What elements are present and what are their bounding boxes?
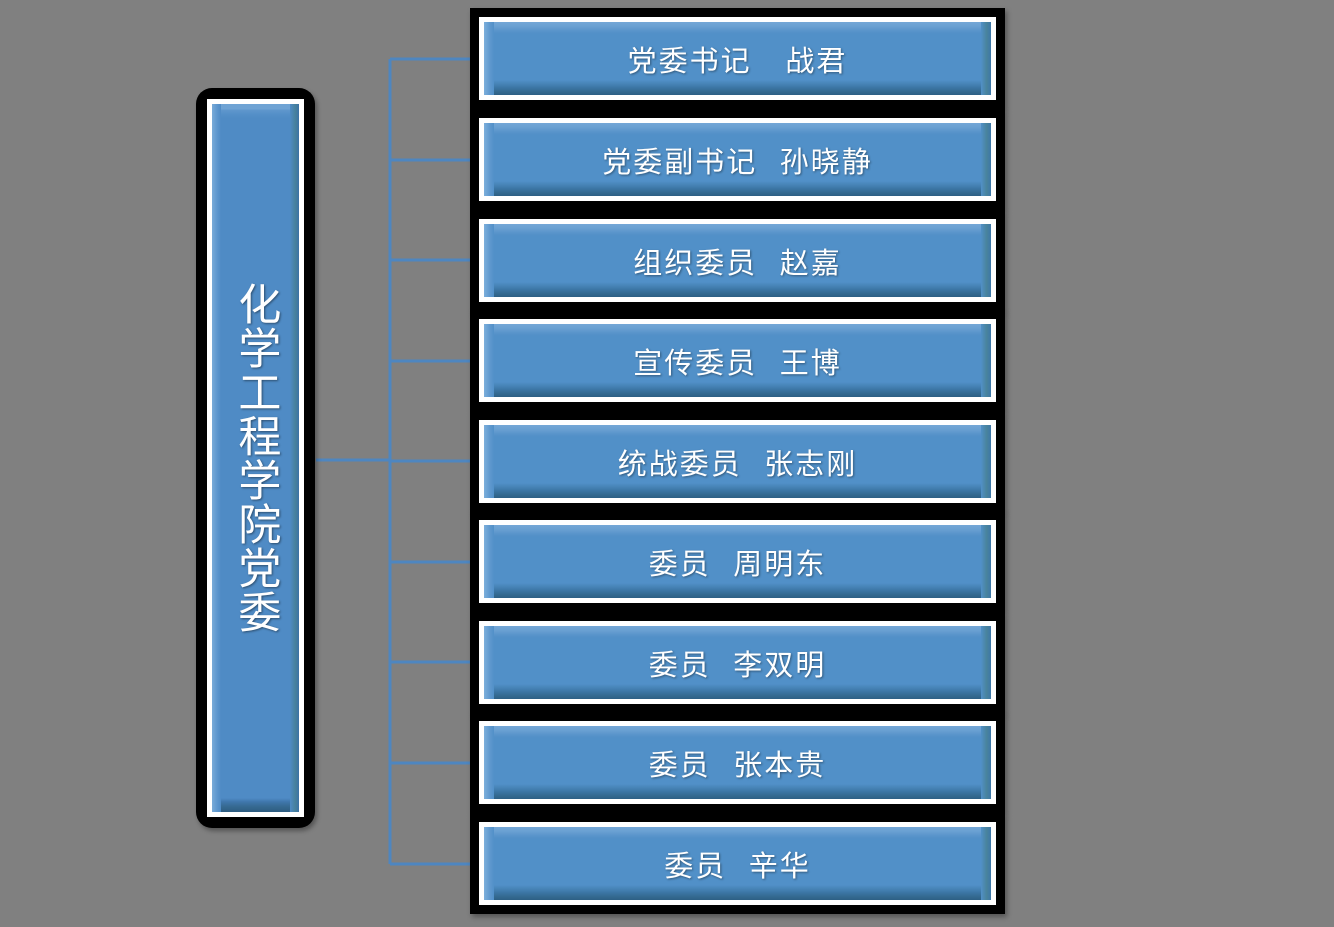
child-node-label: 宣传委员 王博 [633, 345, 842, 380]
child-node-inner: 宣传委员 王博 [479, 319, 996, 402]
child-node-label: 委员 周明东 [648, 546, 827, 581]
child-node-face: 党委书记 战君 [484, 22, 991, 95]
child-node-face: 组织委员 赵嘉 [484, 224, 991, 297]
child-node-face: 宣传委员 王博 [484, 324, 991, 397]
child-node-5[interactable]: 统战委员 张志刚 [470, 411, 1005, 512]
root-node-inner: 化学工程学院党委 [207, 99, 304, 817]
child-node-label: 委员 李双明 [648, 647, 827, 682]
child-node-label: 委员 辛华 [664, 848, 811, 883]
child-node-inner: 委员 李双明 [479, 621, 996, 704]
root-node-party-committee[interactable]: 化学工程学院党委 [196, 88, 315, 828]
child-node-8[interactable]: 委员 张本贵 [470, 712, 1005, 813]
child-node-label: 党委书记 战君 [627, 43, 848, 78]
child-node-label: 委员 张本贵 [648, 747, 827, 782]
child-node-face: 委员 张本贵 [484, 726, 991, 799]
child-node-4[interactable]: 宣传委员 王博 [470, 310, 1005, 411]
child-node-inner: 党委书记 战君 [479, 17, 996, 100]
child-node-inner: 党委副书记 孙晓静 [479, 118, 996, 201]
child-node-face: 委员 李双明 [484, 626, 991, 699]
child-node-6[interactable]: 委员 周明东 [470, 511, 1005, 612]
child-node-inner: 委员 张本贵 [479, 721, 996, 804]
root-node-face: 化学工程学院党委 [212, 104, 299, 812]
child-node-inner: 委员 周明东 [479, 520, 996, 603]
child-node-label: 统战委员 张志刚 [617, 446, 858, 481]
child-node-7[interactable]: 委员 李双明 [470, 612, 1005, 713]
child-node-face: 委员 辛华 [484, 827, 991, 900]
child-node-2[interactable]: 党委副书记 孙晓静 [470, 109, 1005, 210]
child-node-inner: 委员 辛华 [479, 822, 996, 905]
child-node-inner: 统战委员 张志刚 [479, 420, 996, 503]
child-node-9[interactable]: 委员 辛华 [470, 813, 1005, 914]
child-node-inner: 组织委员 赵嘉 [479, 219, 996, 302]
child-node-1[interactable]: 党委书记 战君 [470, 8, 1005, 109]
child-node-3[interactable]: 组织委员 赵嘉 [470, 210, 1005, 311]
root-node-label: 化学工程学院党委 [230, 282, 281, 634]
child-node-face: 统战委员 张志刚 [484, 425, 991, 498]
child-node-label: 组织委员 赵嘉 [633, 245, 842, 280]
child-node-label: 党委副书记 孙晓静 [602, 144, 873, 179]
child-node-face: 委员 周明东 [484, 525, 991, 598]
child-node-face: 党委副书记 孙晓静 [484, 123, 991, 196]
